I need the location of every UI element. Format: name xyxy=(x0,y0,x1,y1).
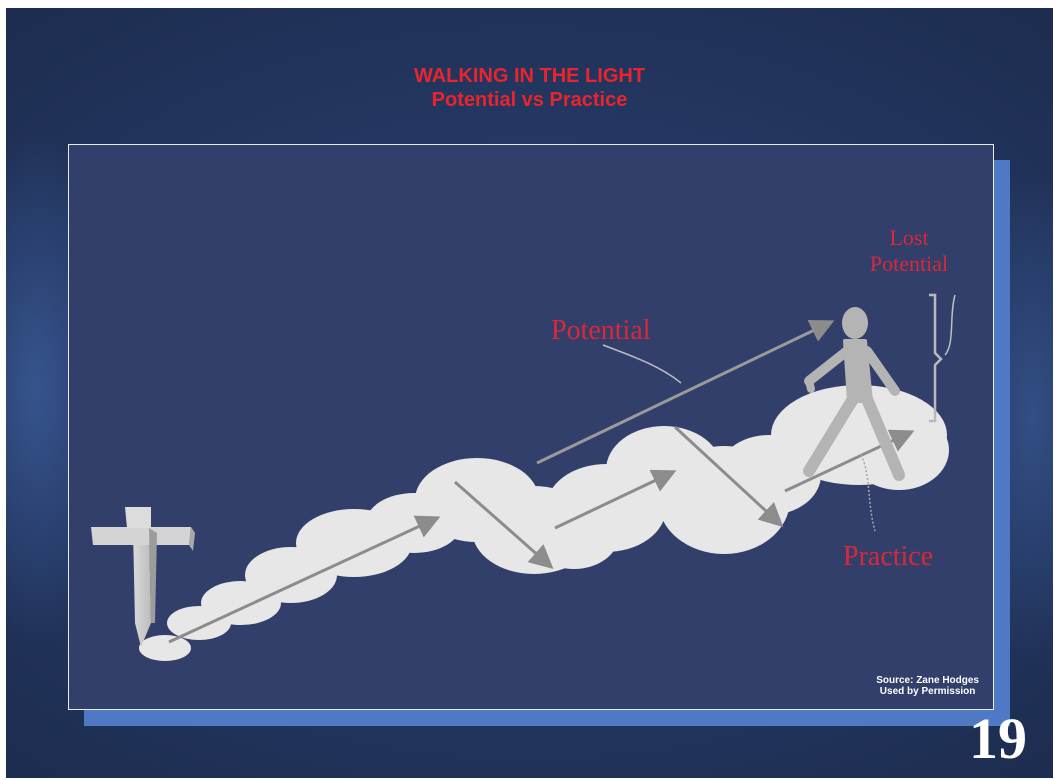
slide-number: 19 xyxy=(969,710,1027,768)
lost-potential-label-line2: Potential xyxy=(870,251,948,276)
diagram-panel: Potential Practice Lost Potential Source… xyxy=(68,144,994,710)
slide-title: WALKING IN THE LIGHT xyxy=(6,64,1053,88)
permission-line: Used by Permission xyxy=(876,686,979,697)
cloud-path xyxy=(139,385,949,661)
lost-potential-label-line1: Lost xyxy=(889,225,928,250)
lost-potential-leader-line xyxy=(945,295,955,355)
lost-potential-bracket xyxy=(929,295,941,421)
slide: WALKING IN THE LIGHT Potential vs Practi… xyxy=(6,8,1053,778)
source-credit: Source: Zane Hodges Used by Permission xyxy=(876,675,979,697)
potential-leader-line xyxy=(603,345,681,383)
potential-label: Potential xyxy=(551,315,651,346)
source-line: Source: Zane Hodges xyxy=(876,675,979,686)
slide-subtitle: Potential vs Practice xyxy=(6,88,1053,112)
practice-label: Practice xyxy=(843,541,933,572)
diagram-canvas: Potential Practice Lost Potential xyxy=(69,145,995,711)
